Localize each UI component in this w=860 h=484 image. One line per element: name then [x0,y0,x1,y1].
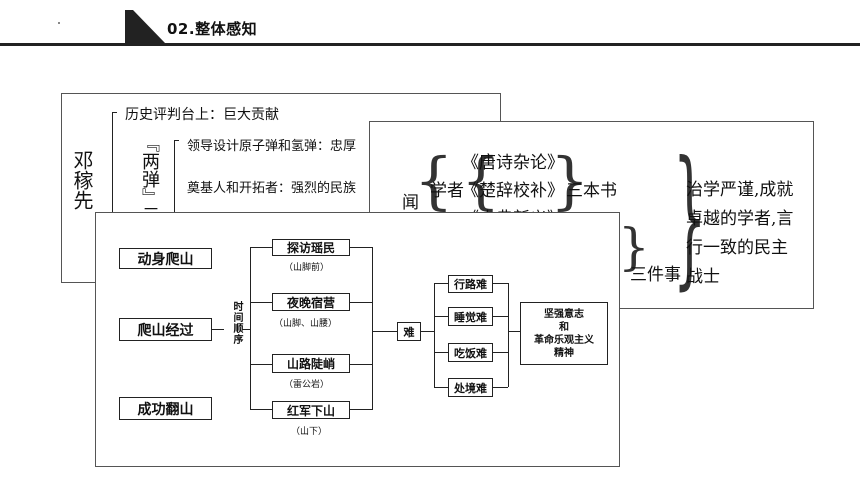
flow-connector-diff [421,331,434,332]
flow-diff-bracket-rv [508,283,509,387]
flow-diff-rtick-4 [493,387,508,388]
card-flowchart: 动身爬山 爬山经过 成功翻山 时间顺序 探访瑶民 （山脚前） 夜晚宿营 （山脚、… [95,212,620,467]
flow-diff-3: 吃饭难 [448,343,493,362]
card2-brace2: { [461,144,501,217]
flow-stage-4: 红军下山 [272,401,350,419]
flow-left-box-1: 动身爬山 [119,248,212,269]
flow-result-line-4: 精神 [554,347,574,359]
flow-left-box-2: 爬山经过 [119,318,212,341]
flow-stage-2-sub: （山脚、山腰） [274,319,338,329]
card1-brace-top [112,112,117,113]
flow-connector-result [508,331,520,332]
flow-diff-2: 睡觉难 [448,307,493,326]
card1-item2: 奠基人和开拓者：强烈的民族 [187,181,357,196]
flow-diff-tick-4 [434,387,448,388]
card2-brace4: } [618,218,650,276]
card2-book-2: 《楚辞校补》 [462,181,564,201]
card1-brace2-top [174,140,179,141]
card1-brace-vertical [112,112,113,284]
flow-diff-tick-2 [434,316,448,317]
header-rule [0,43,860,46]
flow-difficulty-box: 难 [397,322,421,341]
flow-connector-time [242,329,250,330]
flow-stage-bracket-rv [372,247,373,410]
flow-diff-1: 行路难 [448,275,493,293]
flow-stage-tick-3 [250,364,272,365]
flow-time-order: 时间顺序 [231,301,242,345]
flow-diff-tick-1 [434,283,448,284]
card2-brace-big: } [673,130,707,304]
card2-brace1: { [414,144,454,217]
flow-diff-tick-3 [434,352,448,353]
flow-stage-rtick-1 [350,247,372,248]
flow-diff-rtick-3 [493,352,508,353]
flow-stage-1-sub: （山脚前） [284,263,330,273]
page-title: 02.整体感知 [167,20,258,38]
flow-stage-1: 探访瑶民 [272,239,350,256]
card2-books-label: 三本书 [566,181,617,201]
card2-side-char: 闻 [402,193,419,213]
card2-three-things: 三件事 [630,265,681,285]
card1-section1: 历史评判台上：巨大贡献 [125,107,279,123]
card2-scholar: 学者 [430,181,464,201]
flow-stage-2: 夜晚宿营 [272,293,350,311]
flow-result-line-3: 革命乐观主义 [534,334,594,346]
flow-stage-bracket-v [250,247,251,410]
flow-connector-mid [372,331,397,332]
header-tab-shape [125,10,165,43]
flow-stage-tick-2 [250,302,272,303]
flow-stage-rtick-4 [350,409,372,410]
card2-summary: 治学严谨,成就卓越的学者,言行一致的民主战士 [686,180,794,287]
card1-item1: 领导设计原子弹和氢弹：忠厚 [187,139,357,154]
flow-diff-4: 处境难 [448,378,493,397]
flow-stage-3-sub: （雷公岩） [284,380,330,390]
flow-left-box-3: 成功翻山 [119,397,212,420]
flow-diff-rtick-1 [493,283,508,284]
flow-stage-tick-1 [250,247,272,248]
card1-name: 邓稼先 [70,150,94,210]
flow-connector-left [212,329,224,330]
flow-diff-rtick-2 [493,316,508,317]
card2-book-1: 《唐诗杂论》 [462,153,564,173]
flow-stage-tick-4 [250,409,272,410]
flow-stage-rtick-2 [350,302,372,303]
card2-brace3: } [550,144,590,217]
card1-bracket-title: 『两弹』元 [139,134,160,224]
flow-stage-4-sub: （山下） [291,427,328,437]
header-dot [58,22,60,24]
flow-result-line-2: 和 [559,321,569,333]
flow-diff-bracket-v [434,283,435,387]
flow-stage-3: 山路陡峭 [272,354,350,373]
flow-result-line-1: 坚强意志 [544,308,584,320]
flow-result-box: 坚强意志 和 革命乐观主义 精神 [520,302,608,365]
flow-stage-rtick-3 [350,364,372,365]
